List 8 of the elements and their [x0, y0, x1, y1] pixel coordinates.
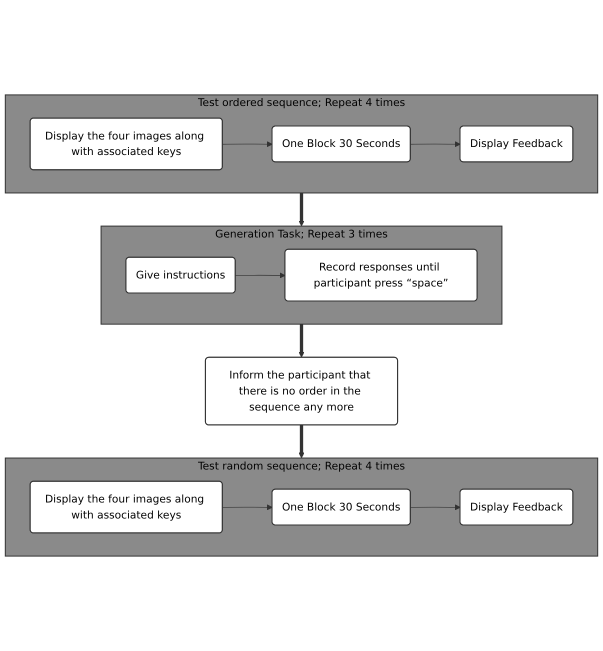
arrow	[410, 141, 461, 148]
arrow	[298, 192, 304, 226]
arrow	[410, 504, 461, 510]
arrow	[222, 504, 273, 510]
arrow	[235, 272, 286, 278]
arrow	[298, 324, 304, 358]
arrow	[222, 141, 273, 148]
arrow	[298, 424, 304, 458]
